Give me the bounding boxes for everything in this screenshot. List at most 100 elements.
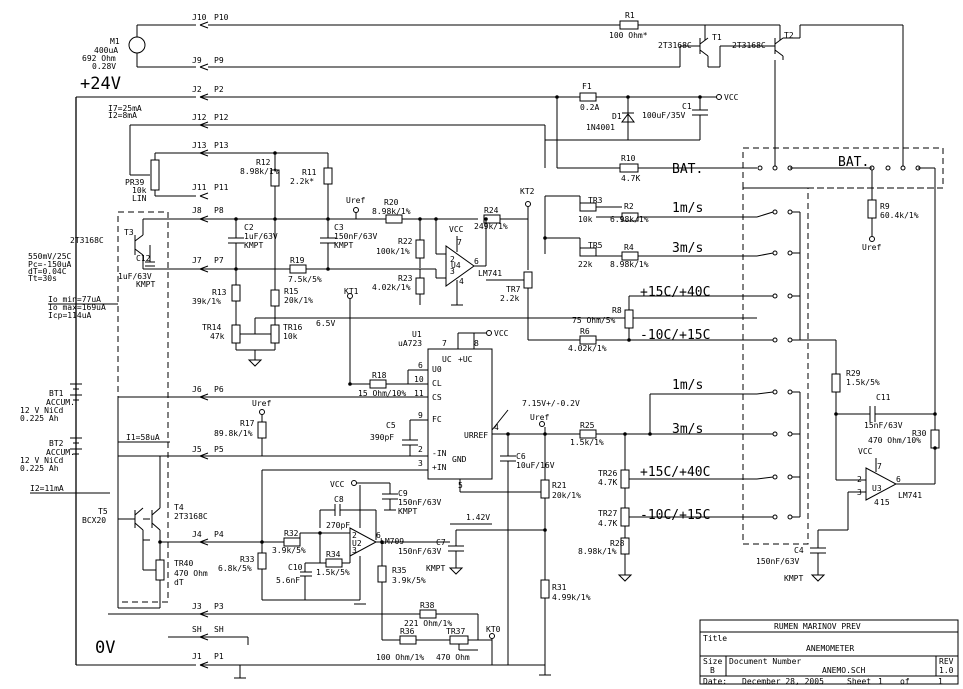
svg-text:4.02k/1%: 4.02k/1%: [568, 344, 607, 353]
svg-text:R1: R1: [625, 11, 635, 20]
svg-text:0.28V: 0.28V: [92, 62, 116, 71]
svg-text:VCC: VCC: [494, 329, 509, 338]
svg-text:C11: C11: [876, 393, 891, 402]
battery-bt1: BT1 ACCUM. 12 V NiCd 0.225 Ah: [20, 383, 82, 423]
svg-text:R22: R22: [398, 237, 413, 246]
svg-text:1uF/63V: 1uF/63V: [244, 232, 278, 241]
svg-text:R36: R36: [400, 627, 415, 636]
svg-text:10k: 10k: [578, 215, 593, 224]
bat-label-right: BAT.: [838, 155, 869, 170]
svg-text:VCC: VCC: [724, 93, 739, 102]
svg-text:6: 6: [376, 531, 381, 540]
svg-text:KT1: KT1: [344, 287, 359, 296]
svg-text:J13: J13: [192, 141, 207, 150]
svg-text:9: 9: [418, 411, 423, 420]
svg-text:+UC: +UC: [458, 355, 473, 364]
meter-m1: M1 400uA 692 Ohm 0.28V: [82, 24, 196, 71]
r1-t1-t2: R1 100 Ohm* T1 2T3168C T2 2T3168C: [609, 11, 904, 168]
svg-text:KMPT: KMPT: [244, 241, 263, 250]
svg-text:U0: U0: [432, 365, 442, 374]
svg-text:P5: P5: [214, 445, 224, 454]
svg-text:400uA: 400uA: [94, 46, 118, 55]
svg-text:J12: J12: [192, 113, 207, 122]
svg-text:4: 4: [874, 498, 879, 507]
svg-text:U1: U1: [412, 330, 422, 339]
svg-text:KMPT: KMPT: [784, 574, 803, 583]
size-label: Size: [703, 657, 722, 666]
svg-text:4.7K: 4.7K: [598, 478, 617, 487]
u2-stage: VCC C9 150nF/63V KMPT C8 270pF 2 3 6 U2 …: [218, 480, 545, 640]
svg-text:150nF/63V: 150nF/63V: [398, 498, 442, 507]
svg-text:FC: FC: [432, 415, 442, 424]
svg-text:R19: R19: [290, 256, 305, 265]
r10: R10 4.7K: [556, 97, 757, 183]
svg-text:P4: P4: [214, 530, 224, 539]
switch-label-6: 3m/s: [672, 422, 703, 437]
svg-text:J1: J1: [192, 652, 202, 661]
svg-text:2.2k*: 2.2k*: [290, 177, 314, 186]
battery-bt2: BT2 ACCUM. 12 V NiCd 0.225 Ah: [20, 437, 82, 473]
date-value: December 28, 2005: [742, 677, 824, 686]
svg-text:T1: T1: [712, 33, 722, 42]
svg-text:J7: J7: [192, 256, 202, 265]
svg-text:100k/1%: 100k/1%: [376, 247, 410, 256]
svg-text:Io min=77uA: Io min=77uA: [48, 295, 101, 304]
svg-text:P10: P10: [214, 13, 229, 22]
svg-text:J3: J3: [192, 602, 202, 611]
title-block: RUMEN MARINOV PREV Title ANEMOMETER Size…: [699, 619, 959, 686]
svg-text:7.15V+/-0.2V: 7.15V+/-0.2V: [522, 399, 580, 408]
svg-text:2T3168C: 2T3168C: [174, 512, 208, 521]
svg-text:J10: J10: [192, 13, 207, 22]
svg-text:11: 11: [414, 389, 424, 398]
svg-text:7: 7: [442, 339, 447, 348]
svg-text:TR40: TR40: [174, 559, 193, 568]
svg-text:20k/1%: 20k/1%: [552, 491, 581, 500]
svg-text:P3: P3: [214, 602, 224, 611]
svg-text:150nF/63V: 150nF/63V: [398, 547, 442, 556]
svg-text:15: 15: [880, 498, 890, 507]
t3-sensor: T3 2T3168C C12 1uF/63V KMPT: [70, 211, 170, 603]
svg-text:U2: U2: [352, 539, 362, 548]
of-label: of: [900, 677, 910, 686]
svg-text:R23: R23: [398, 274, 413, 283]
svg-text:P7: P7: [214, 256, 224, 265]
author: RUMEN MARINOV PREV: [774, 622, 861, 631]
svg-text:T3: T3: [124, 228, 134, 237]
svg-text:P6: P6: [214, 385, 224, 394]
svg-text:KT2: KT2: [520, 187, 535, 196]
switch-label-8: -10C/+15C: [640, 508, 710, 523]
svg-text:P2: P2: [214, 85, 224, 94]
svg-text:39k/1%: 39k/1%: [192, 297, 221, 306]
svg-text:LIN: LIN: [132, 194, 147, 203]
svg-text:249k/1%: 249k/1%: [474, 222, 508, 231]
svg-text:GND: GND: [452, 455, 467, 464]
svg-text:TR37: TR37: [446, 627, 465, 636]
svg-text:8.98k/1%: 8.98k/1%: [240, 167, 279, 176]
svg-text:C12: C12: [136, 254, 151, 263]
svg-text:R11: R11: [302, 168, 317, 177]
r9: R9 60.4k/1% Uref: [862, 170, 919, 252]
svg-text:Pc=-150uA: Pc=-150uA: [28, 260, 72, 269]
svg-text:D1: D1: [612, 112, 622, 121]
svg-text:ACCUM.: ACCUM.: [46, 448, 75, 457]
svg-text:R17: R17: [240, 419, 255, 428]
svg-text:2.2k: 2.2k: [500, 294, 519, 303]
svg-text:dT=0.04C: dT=0.04C: [28, 267, 67, 276]
switch-label-3: +15C/+40C: [640, 285, 710, 300]
svg-text:C6: C6: [516, 452, 526, 461]
svg-text:P12: P12: [214, 113, 229, 122]
svg-text:VCC: VCC: [449, 225, 464, 234]
svg-text:2: 2: [450, 255, 455, 264]
svg-text:C1: C1: [682, 102, 692, 111]
svg-text:R35: R35: [392, 566, 407, 575]
u1-regulator: U1 uA723 VCC 7 8 UC +UC U0 CL CS FC URRE…: [261, 329, 580, 600]
svg-text:KMPT: KMPT: [334, 241, 353, 250]
svg-text:KMPT: KMPT: [136, 280, 155, 289]
svg-text:5.6nF: 5.6nF: [276, 576, 300, 585]
svg-text:J5: J5: [192, 445, 202, 454]
svg-text:550mV/25C: 550mV/25C: [28, 252, 72, 261]
svg-text:TR27: TR27: [598, 509, 617, 518]
doc-number: ANEMO.SCH: [822, 666, 866, 675]
svg-text:12 V NiCd: 12 V NiCd: [20, 406, 64, 415]
svg-text:R15: R15: [284, 287, 299, 296]
